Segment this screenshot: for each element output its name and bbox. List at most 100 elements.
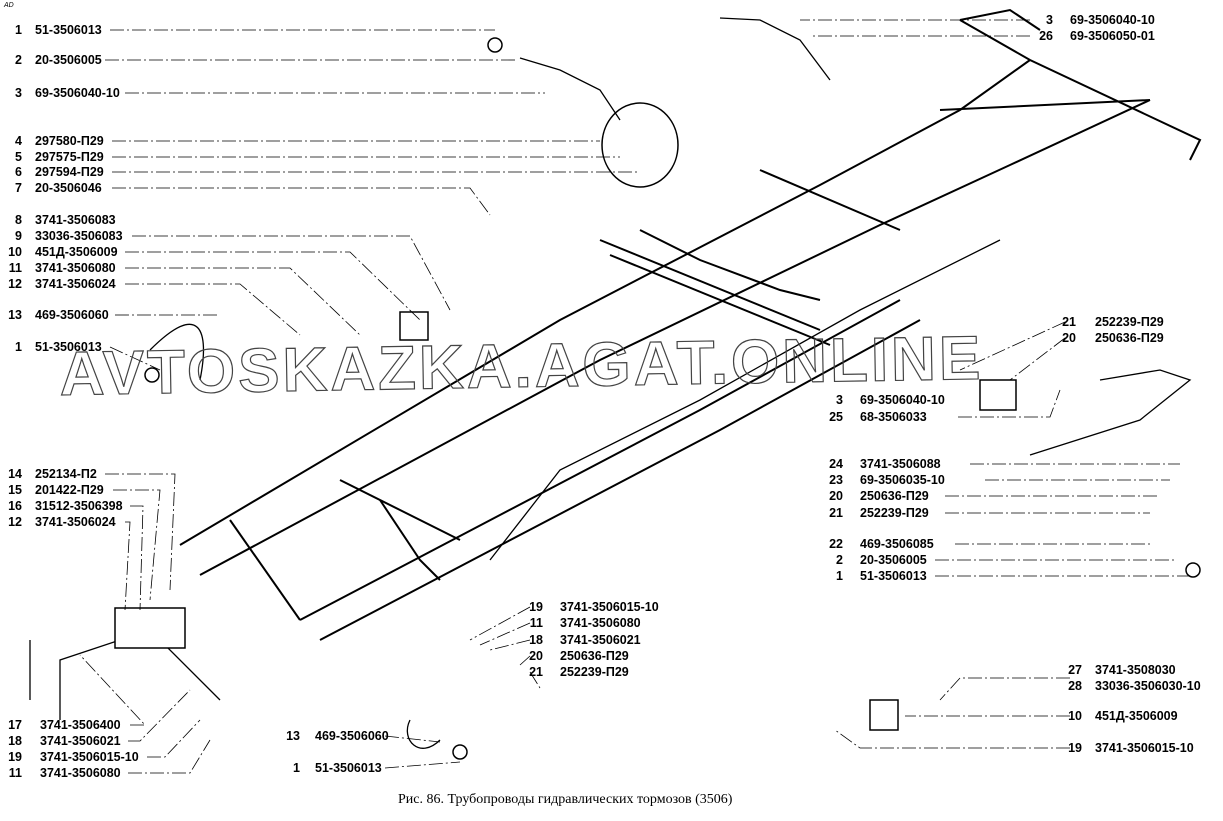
- callout-part-code: 3741-3506015-10: [1095, 741, 1194, 755]
- callout-number: 3: [15, 86, 22, 100]
- callout-number: 21: [529, 665, 543, 679]
- callout-number: 26: [1039, 29, 1053, 43]
- callout-part-code: 51-3506013: [35, 23, 102, 37]
- callout-part-code: 20-3506046: [35, 181, 102, 195]
- callout-part-code: 451Д-3506009: [1095, 709, 1178, 723]
- callout-number: 19: [1068, 741, 1082, 755]
- callout-part-code: 469-3506060: [35, 308, 109, 322]
- callout-number: 19: [529, 600, 543, 614]
- callout-part-code: 3741-3508030: [1095, 663, 1176, 677]
- callout-number: 2: [15, 53, 22, 67]
- callout-number: 7: [15, 181, 22, 195]
- callout-number: 4: [15, 134, 22, 148]
- callout-part-code: 252239-П29: [560, 665, 629, 679]
- callout-number: 10: [8, 245, 22, 259]
- callout-part-code: 3741-3506088: [860, 457, 941, 471]
- callout-number: 12: [8, 277, 22, 291]
- callout-part-code: 3741-3506021: [560, 633, 641, 647]
- callout-number: 25: [829, 410, 843, 424]
- callout-number: 1: [836, 569, 843, 583]
- callout-part-code: 3741-3506024: [35, 515, 116, 529]
- callout-part-code: 469-3506085: [860, 537, 934, 551]
- callout-number: 18: [8, 734, 22, 748]
- callout-number: 24: [829, 457, 843, 471]
- callout-part-code: 20-3506005: [860, 553, 927, 567]
- callout-number: 1: [15, 23, 22, 37]
- callout-part-code: 250636-П29: [860, 489, 929, 503]
- callout-number: 13: [8, 308, 22, 322]
- callout-number: 27: [1068, 663, 1082, 677]
- callout-part-code: 3741-3506083: [35, 213, 116, 227]
- callout-part-code: 3741-3506021: [40, 734, 121, 748]
- callout-part-code: 3741-3506080: [560, 616, 641, 630]
- callout-number: 20: [529, 649, 543, 663]
- callout-part-code: 20-3506005: [35, 53, 102, 67]
- callout-number: 15: [8, 483, 22, 497]
- callout-part-code: 51-3506013: [315, 761, 382, 775]
- callout-part-code: 69-3506040-10: [860, 393, 945, 407]
- callout-part-code: 69-3506035-10: [860, 473, 945, 487]
- callout-number: 12: [8, 515, 22, 529]
- callout-number: 2: [836, 553, 843, 567]
- callout-number: 6: [15, 165, 22, 179]
- callout-part-code: 3741-3506400: [40, 718, 121, 732]
- callout-number: 18: [529, 633, 543, 647]
- callout-number: 19: [8, 750, 22, 764]
- callout-part-code: 469-3506060: [315, 729, 389, 743]
- callout-number: 11: [8, 766, 22, 780]
- callout-part-code: 252239-П29: [860, 506, 929, 520]
- callout-part-code: 3741-3506024: [35, 277, 116, 291]
- callout-part-code: 33036-3506083: [35, 229, 123, 243]
- callout-part-code: 3741-3506015-10: [40, 750, 139, 764]
- callout-part-code: 51-3506013: [860, 569, 927, 583]
- callout-number: 23: [829, 473, 843, 487]
- callout-number: 13: [286, 729, 300, 743]
- callout-number: 14: [8, 467, 22, 481]
- callout-number: 5: [15, 150, 22, 164]
- callout-number: 21: [829, 506, 843, 520]
- frame-outline: [179, 8, 1202, 641]
- callout-number: 3: [836, 393, 843, 407]
- callout-part-code: 3741-3506080: [40, 766, 121, 780]
- components: [114, 37, 1201, 760]
- callout-number: 11: [529, 616, 543, 630]
- callout-number: 20: [829, 489, 843, 503]
- callout-part-code: 252239-П29: [1095, 315, 1164, 329]
- callout-number: 21: [1062, 315, 1076, 329]
- callout-number: 10: [1068, 709, 1082, 723]
- callout-part-code: 69-3506050-01: [1070, 29, 1155, 43]
- leader-lines: [79, 19, 1190, 774]
- callout-part-code: 3741-3506015-10: [560, 600, 659, 614]
- brake-lines: [29, 17, 1192, 749]
- callout-number: 1: [293, 761, 300, 775]
- callout-number: 3: [1046, 13, 1053, 27]
- callout-number: 28: [1068, 679, 1082, 693]
- callout-number: 9: [15, 229, 22, 243]
- callout-part-code: 31512-3506398: [35, 499, 123, 513]
- corner-mark: AD: [4, 2, 14, 9]
- callout-part-code: 250636-П29: [1095, 331, 1164, 345]
- callout-part-code: 252134-П2: [35, 467, 97, 481]
- callout-part-code: 69-3506040-10: [35, 86, 120, 100]
- callout-part-code: 33036-3506030-10: [1095, 679, 1201, 693]
- callout-number: 22: [829, 537, 843, 551]
- callout-part-code: 201422-П29: [35, 483, 104, 497]
- callout-part-code: 297575-П29: [35, 150, 104, 164]
- callout-part-code: 451Д-3506009: [35, 245, 118, 259]
- callout-number: 11: [8, 261, 22, 275]
- callout-part-code: 3741-3506080: [35, 261, 116, 275]
- callout-part-code: 51-3506013: [35, 340, 102, 354]
- callout-part-code: 69-3506040-10: [1070, 13, 1155, 27]
- callout-part-code: 68-3506033: [860, 410, 927, 424]
- callout-part-code: 250636-П29: [560, 649, 629, 663]
- watermark: AVTOSKAZKA.AGAT.ONLINE: [59, 324, 984, 409]
- callout-number: 1: [15, 340, 22, 354]
- callout-number: 8: [15, 213, 22, 227]
- callout-number: 20: [1062, 331, 1076, 345]
- callout-number: 17: [8, 718, 22, 732]
- callout-part-code: 297594-П29: [35, 165, 104, 179]
- callout-part-code: 297580-П29: [35, 134, 104, 148]
- figure-caption: Рис. 86. Трубопроводы гидравлических тор…: [398, 792, 733, 807]
